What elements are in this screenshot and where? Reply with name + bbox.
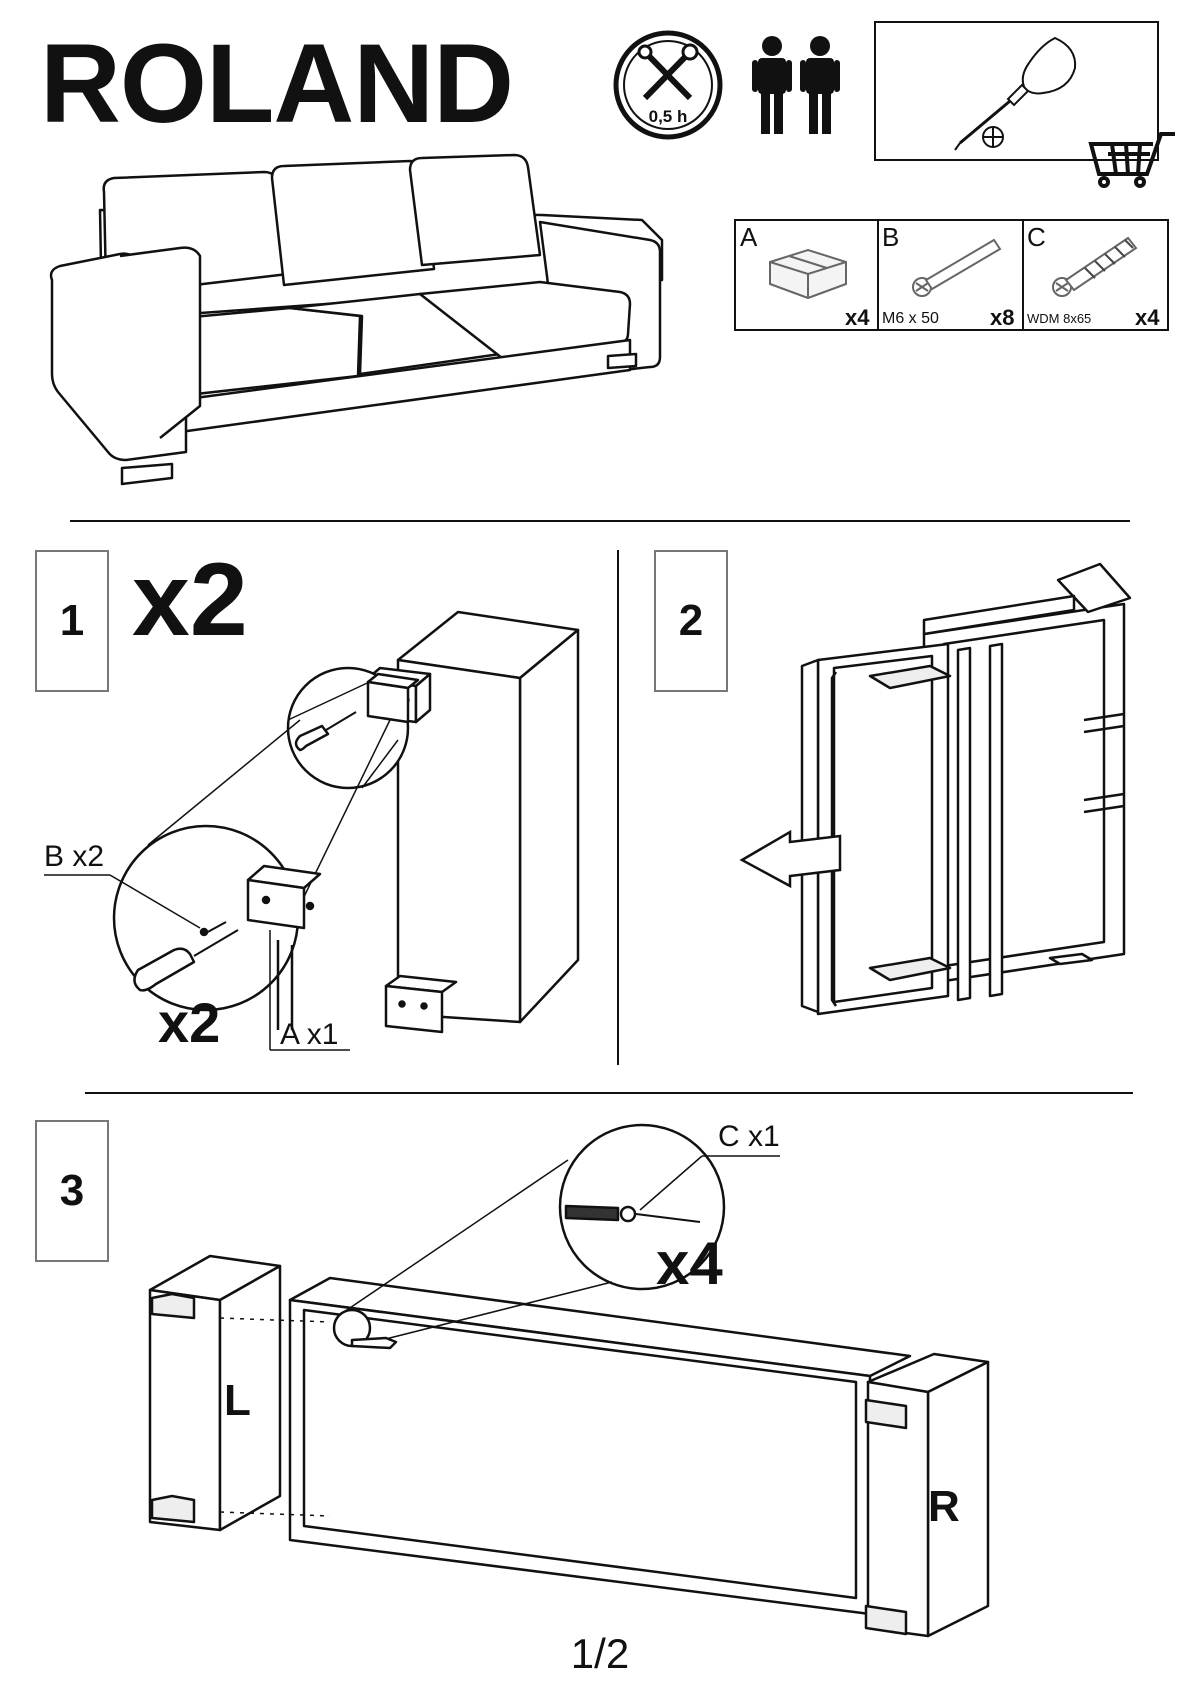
left-arm-label: L	[224, 1376, 251, 1425]
step-3-screw-callout: C x1	[718, 1120, 780, 1153]
step-1-number: 1	[35, 550, 109, 692]
step-1-block-callout: A x1	[280, 1018, 339, 1051]
step-3-detail-multiplier: x4	[656, 1230, 723, 1297]
page-number: 1/2	[570, 1630, 630, 1677]
right-arm-label: R	[928, 1482, 960, 1531]
product-title: ROLAND	[40, 21, 514, 146]
screwdriver-icon	[954, 36, 1077, 151]
part-c-letter: C	[1027, 222, 1046, 252]
part-c-screw	[1052, 236, 1138, 297]
pull-arrow-icon	[739, 829, 842, 889]
part-a-block	[769, 248, 847, 300]
step-1-detail-multiplier: x2	[158, 991, 221, 1054]
divider-middle	[85, 1092, 1133, 1094]
part-b-letter: B	[882, 222, 900, 252]
part-a-letter: A	[740, 222, 758, 252]
part-a-qty: x4	[845, 305, 870, 330]
part-c-qty: x4	[1135, 305, 1160, 330]
shopping-cart-icon	[1088, 132, 1175, 188]
step-3-number: 3	[35, 1120, 109, 1262]
step-2-number: 2	[654, 550, 728, 692]
required-tool-box	[874, 21, 1159, 161]
part-b-spec: M6 x 50	[882, 310, 939, 327]
tools-clock-icon	[613, 30, 723, 140]
two-people-icon	[752, 36, 840, 134]
divider-top	[70, 520, 1130, 522]
part-c-spec: WDM 8x65	[1027, 311, 1092, 326]
parts-table	[734, 219, 1169, 331]
step-1-bolt-callout: B x2	[44, 840, 105, 873]
divider-vertical	[617, 550, 619, 1065]
phillips-icon	[982, 126, 1004, 148]
part-b-bolt	[912, 238, 1002, 297]
step-1-multiplier: x2	[132, 542, 248, 658]
time-label: 0,5 h	[649, 107, 688, 126]
part-b-qty: x8	[990, 305, 1015, 330]
